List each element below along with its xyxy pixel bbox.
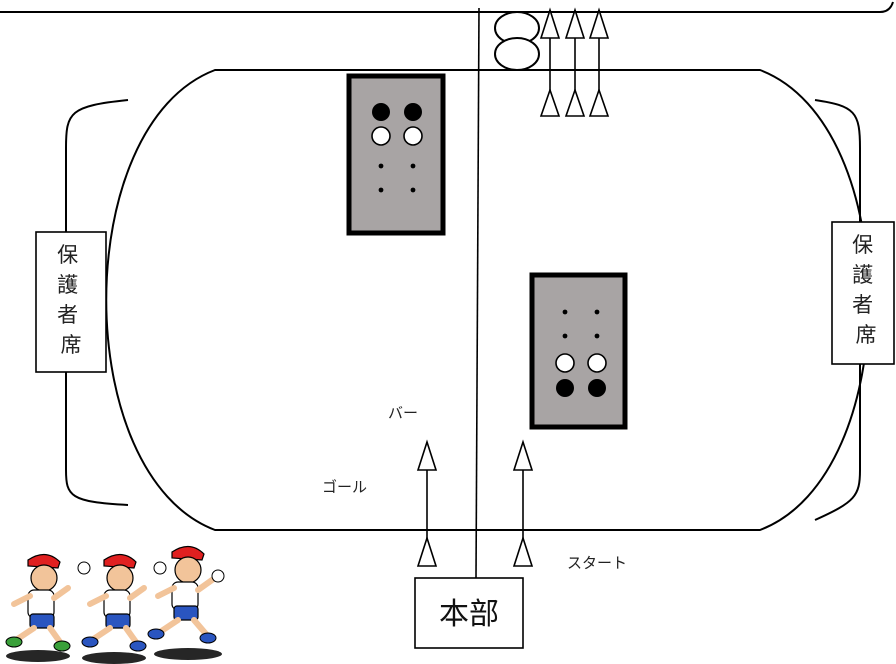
top-arrows bbox=[539, 7, 610, 117]
headquarters-box: 本部 bbox=[414, 577, 524, 649]
mat-bottom bbox=[529, 272, 628, 430]
guardian-right-char: 保 bbox=[852, 233, 873, 257]
guardian-right-char: 者 bbox=[852, 293, 873, 317]
center-line bbox=[475, 7, 480, 579]
triangle-up-icon bbox=[512, 535, 534, 567]
triangle-up-icon bbox=[564, 87, 586, 117]
triangle-up-icon bbox=[588, 87, 610, 117]
bar-label: バー bbox=[388, 404, 418, 422]
runner bbox=[5, 553, 91, 662]
triangle-up-icon bbox=[539, 7, 561, 39]
guardian-left-char: 席 bbox=[61, 333, 82, 357]
guardian-right-char: 護 bbox=[852, 263, 873, 287]
top-oval-2 bbox=[494, 37, 540, 71]
triangle-up-icon bbox=[512, 439, 534, 471]
guardian-left-char: 保 bbox=[57, 243, 78, 267]
left-spectator-bracket bbox=[65, 99, 129, 506]
top-border-line bbox=[0, 1, 894, 13]
goal-label: ゴール bbox=[322, 478, 367, 496]
right-spectator-bracket bbox=[814, 99, 861, 521]
mat-top bbox=[346, 73, 446, 236]
guardian-seats-right: 保 護 者 席 bbox=[831, 221, 895, 365]
runner bbox=[147, 545, 225, 660]
start-arrows bbox=[416, 439, 534, 567]
running-children-icon bbox=[5, 545, 225, 664]
triangle-up-icon bbox=[416, 439, 438, 471]
triangle-up-icon bbox=[416, 535, 438, 567]
svg-text:保 護 者 席: 保 護 者 席 bbox=[57, 243, 85, 357]
svg-text:保 護 者 席: 保 護 者 席 bbox=[852, 233, 880, 347]
triangle-up-icon bbox=[564, 7, 586, 39]
runner bbox=[81, 553, 167, 664]
guardian-left-char: 護 bbox=[57, 273, 78, 297]
triangle-up-icon bbox=[539, 87, 561, 117]
triangle-up-icon bbox=[588, 7, 610, 39]
headquarters-label: 本部 bbox=[439, 597, 499, 632]
guardian-left-char: 者 bbox=[57, 303, 78, 327]
guardian-right-char: 席 bbox=[856, 323, 877, 347]
start-label: スタート bbox=[567, 554, 627, 572]
guardian-seats-left: 保 護 者 席 bbox=[35, 231, 107, 373]
track-oval bbox=[105, 69, 870, 531]
